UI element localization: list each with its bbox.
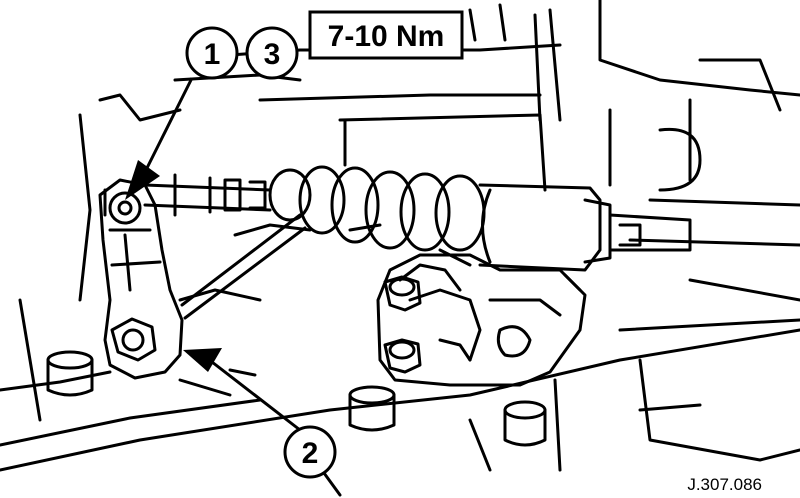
callout-1-arrow (125, 77, 194, 200)
cable-inner-rod (143, 173, 272, 217)
callout-2-label: 2 (302, 437, 319, 470)
link-rod (180, 213, 307, 320)
mounting-stud-left (46, 350, 94, 397)
mounting-stud-middle (348, 385, 396, 432)
callout-3: 3 (245, 26, 299, 80)
callout-1-label: 1 (204, 38, 221, 71)
bracket-bolt-upper (383, 275, 422, 312)
lever-pivot-nut (110, 317, 157, 362)
callout-3-label: 3 (264, 38, 281, 71)
cable-end-ball-joint (103, 188, 142, 225)
callout-2: 2 (283, 425, 337, 479)
bracket-bolt-lower (383, 338, 422, 374)
cable-mounting-bracket (376, 253, 587, 387)
cable-outer-body (478, 183, 692, 272)
callout-1: 1 (185, 26, 239, 80)
torque-spec-box: 7-10 Nm (308, 10, 464, 60)
callout-2-arrow (183, 348, 301, 432)
cable-gaiter (268, 165, 486, 252)
mounting-stud-right (503, 400, 547, 447)
torque-spec-label: 7-10 Nm (328, 20, 445, 53)
selector-lever (98, 178, 184, 380)
figure-reference: J.307.086 (687, 475, 762, 494)
